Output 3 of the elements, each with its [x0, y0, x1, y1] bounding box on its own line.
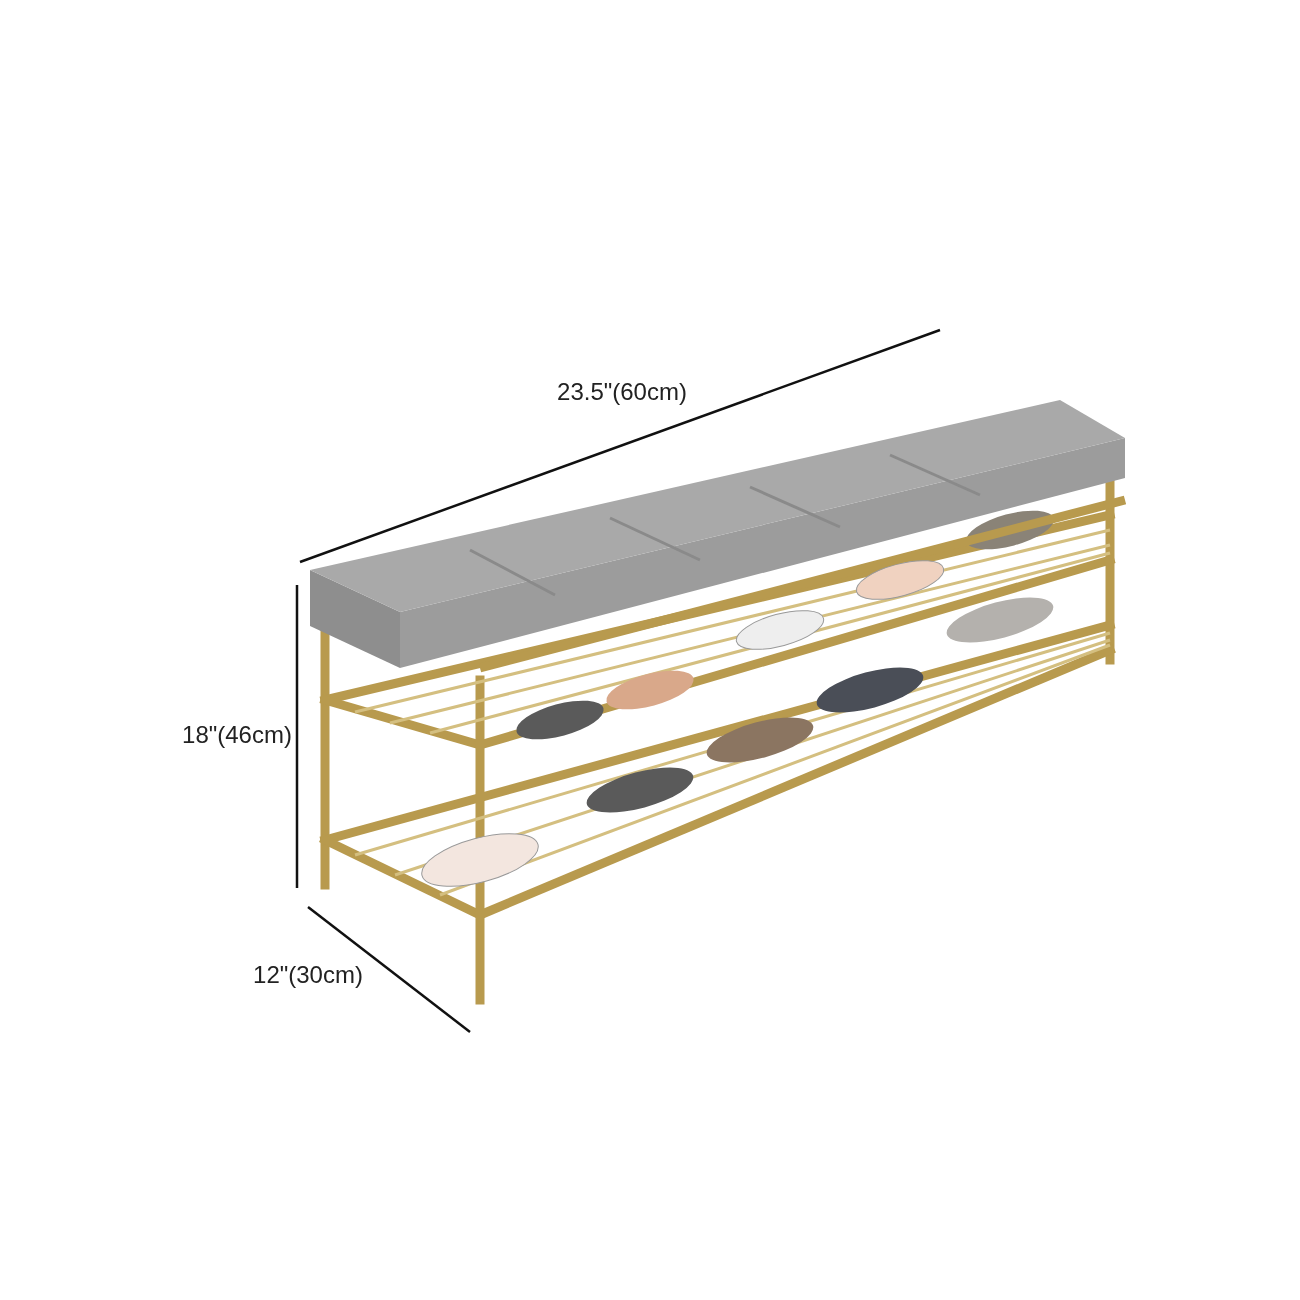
dimension-label: 18"(46cm) [182, 721, 292, 749]
dimension-label: 12"(30cm) [253, 961, 363, 989]
dimension-label: 23.5"(60cm) [557, 378, 687, 406]
